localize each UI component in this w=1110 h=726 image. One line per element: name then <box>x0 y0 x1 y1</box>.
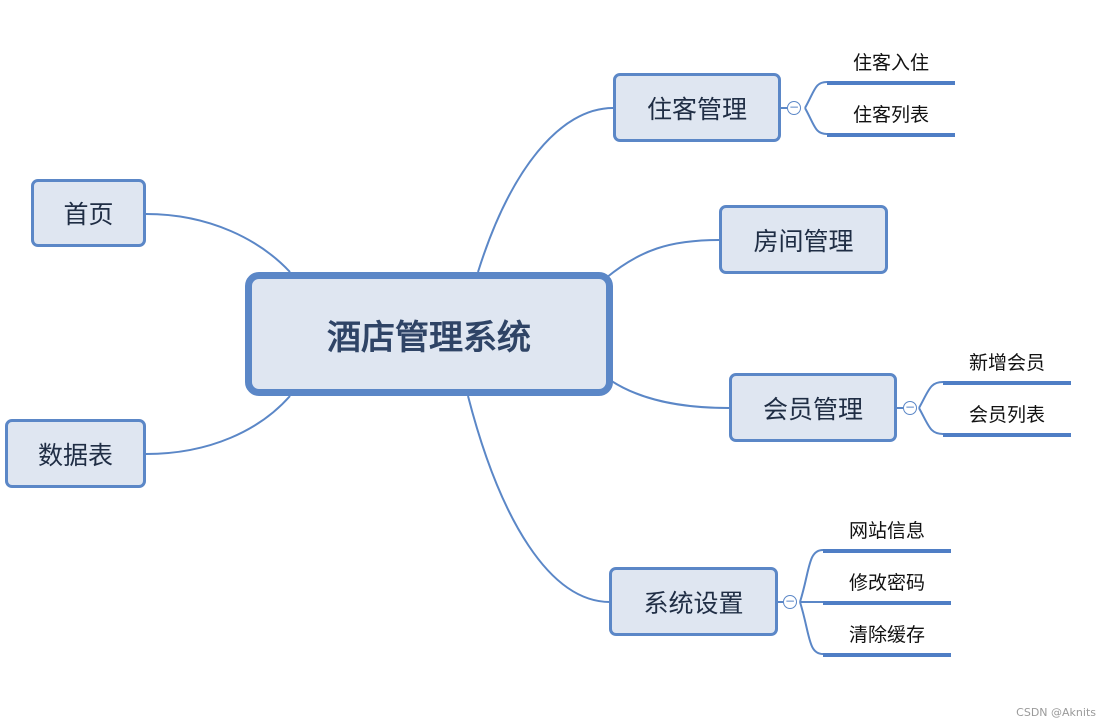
connector-guest-leaf-1 <box>804 81 828 109</box>
connector-system-leaf-1 <box>799 549 824 603</box>
connector-member-mgmt <box>609 379 730 409</box>
collapse-member-mgmt-icon[interactable]: − <box>903 400 917 415</box>
leaf-site-info[interactable]: 网站信息 <box>823 518 951 553</box>
branch-guest-mgmt[interactable]: 住客管理 <box>613 73 781 142</box>
branch-home[interactable]: 首页 <box>31 179 146 247</box>
branch-data-table-label: 数据表 <box>37 440 113 470</box>
leaf-guest-list[interactable]: 住客列表 <box>827 102 955 137</box>
leaf-guest-check-in[interactable]: 住客入住 <box>827 50 955 85</box>
branch-data-table[interactable]: 数据表 <box>5 419 146 488</box>
connector-data-table <box>145 395 291 455</box>
watermark: CSDN @Aknits <box>1016 706 1096 719</box>
leaf-change-password[interactable]: 修改密码 <box>823 570 951 605</box>
connector-member-leaf-2 <box>918 407 944 435</box>
connector-member-leaf-1 <box>918 381 944 409</box>
connector-guest-leaf-2 <box>804 107 828 135</box>
connector-home <box>145 213 291 273</box>
connector-room-mgmt <box>605 239 720 279</box>
collapse-guest-mgmt-icon[interactable]: − <box>787 100 801 115</box>
root-label: 酒店管理系统 <box>327 317 531 358</box>
branch-system-settings-label: 系统设置 <box>643 588 744 618</box>
leaf-member-list[interactable]: 会员列表 <box>943 402 1071 437</box>
branch-system-settings[interactable]: 系统设置 <box>609 567 778 636</box>
branch-room-mgmt[interactable]: 房间管理 <box>719 205 888 274</box>
leaf-clear-cache[interactable]: 清除缓存 <box>823 622 951 657</box>
branch-room-mgmt-label: 房间管理 <box>753 226 854 256</box>
branch-guest-mgmt-label: 住客管理 <box>646 94 747 124</box>
connector-system-leaf-3 <box>799 601 824 655</box>
collapse-system-settings-icon[interactable]: − <box>783 594 797 609</box>
branch-home-label: 首页 <box>63 200 114 229</box>
branch-member-mgmt[interactable]: 会员管理 <box>729 373 897 442</box>
branch-member-mgmt-label: 会员管理 <box>762 394 863 424</box>
root-node[interactable]: 酒店管理系统 <box>245 272 613 396</box>
connector-system-settings <box>467 395 611 603</box>
leaf-add-member[interactable]: 新增会员 <box>943 350 1071 385</box>
connector-guest-mgmt <box>477 107 614 273</box>
